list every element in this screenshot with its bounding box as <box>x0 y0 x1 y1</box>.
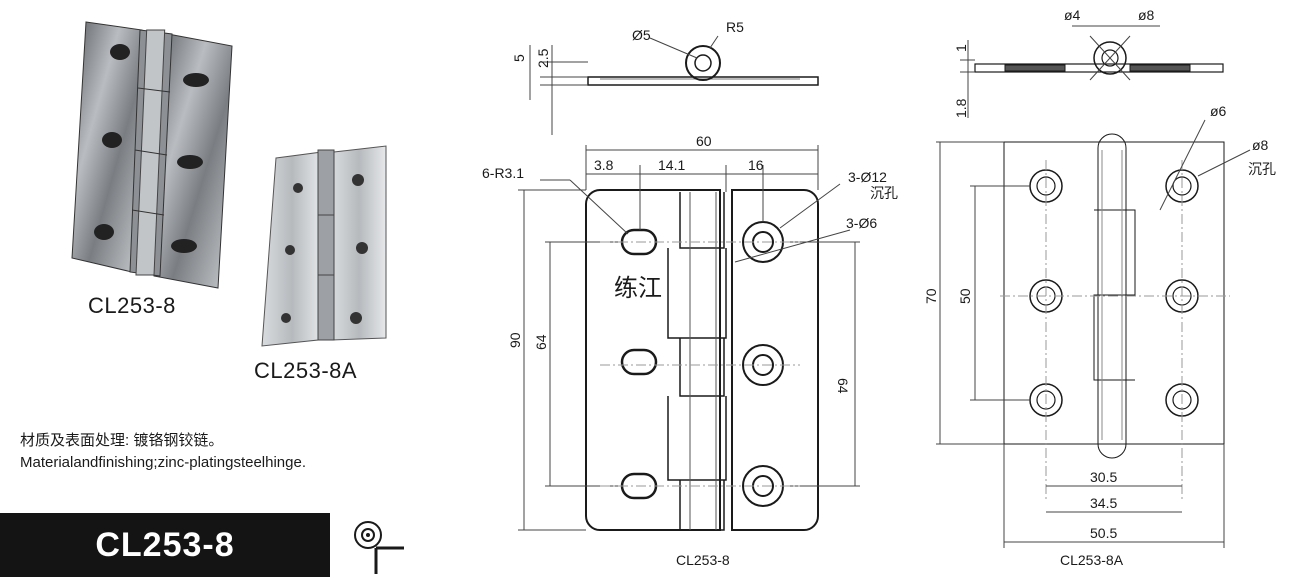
dim-dia-8-top: ø8 <box>1138 7 1155 23</box>
dim-14-1: 14.1 <box>658 157 685 173</box>
dim-height-90: 90 <box>507 332 523 348</box>
dim-1-8: 1.8 <box>953 98 969 118</box>
dim-pitch-right: 64 <box>835 378 851 394</box>
dim-dia-8: ø8 <box>1252 137 1269 153</box>
front-view-cl253-8 <box>518 145 860 531</box>
dim-2-5: 2.5 <box>535 48 551 68</box>
side-view-cl253-8 <box>529 35 819 135</box>
photo-label-cl253-8: CL253-8 <box>88 293 176 318</box>
dim-1: 1 <box>953 44 969 52</box>
dim-5: 5 <box>511 54 527 62</box>
side-view-cl253-8a <box>960 25 1224 118</box>
hinge-photo-small <box>261 145 387 347</box>
mounting-symbol-icon <box>354 521 404 574</box>
model-banner: CL253-8 <box>0 513 330 577</box>
dim-pitch-left: 64 <box>533 334 549 350</box>
dim-dia-5: Ø5 <box>632 27 651 43</box>
dim-30-5: 30.5 <box>1090 469 1117 485</box>
dim-dia-6: ø6 <box>1210 103 1227 119</box>
caption-cl253-8: CL253-8 <box>676 552 730 568</box>
dim-width-60: 60 <box>696 133 712 149</box>
dim-16: 16 <box>748 157 764 173</box>
dim-dia-4: ø4 <box>1064 7 1081 23</box>
watermark: 练江 <box>614 275 662 302</box>
caption-cl253-8a: CL253-8A <box>1060 552 1124 568</box>
dim-counterbore-cn-2: 沉孔 <box>1248 161 1276 177</box>
front-view-cl253-8a <box>936 119 1251 548</box>
dim-counterbore-cn: 沉孔 <box>870 185 898 201</box>
photo-label-cl253-8a: CL253-8A <box>254 358 358 383</box>
dim-counterbore: 3-Ø12 <box>848 169 887 185</box>
hinge-photo-large <box>71 21 233 289</box>
dim-3-8: 3.8 <box>594 157 614 173</box>
dim-34-5: 34.5 <box>1090 495 1117 511</box>
material-cn: 材质及表面处理: 镀铬钢铰链。 <box>20 432 224 449</box>
dim-hole: 3-Ø6 <box>846 215 877 231</box>
dim-height-70: 70 <box>923 288 939 304</box>
dim-pitch-50: 50 <box>957 288 973 304</box>
material-en: Materialandfinishing;zinc-platingsteelhi… <box>20 454 307 471</box>
dim-50-5: 50.5 <box>1090 525 1117 541</box>
dim-r5: R5 <box>726 19 744 35</box>
dim-slot-radius: 6-R3.1 <box>482 165 524 181</box>
